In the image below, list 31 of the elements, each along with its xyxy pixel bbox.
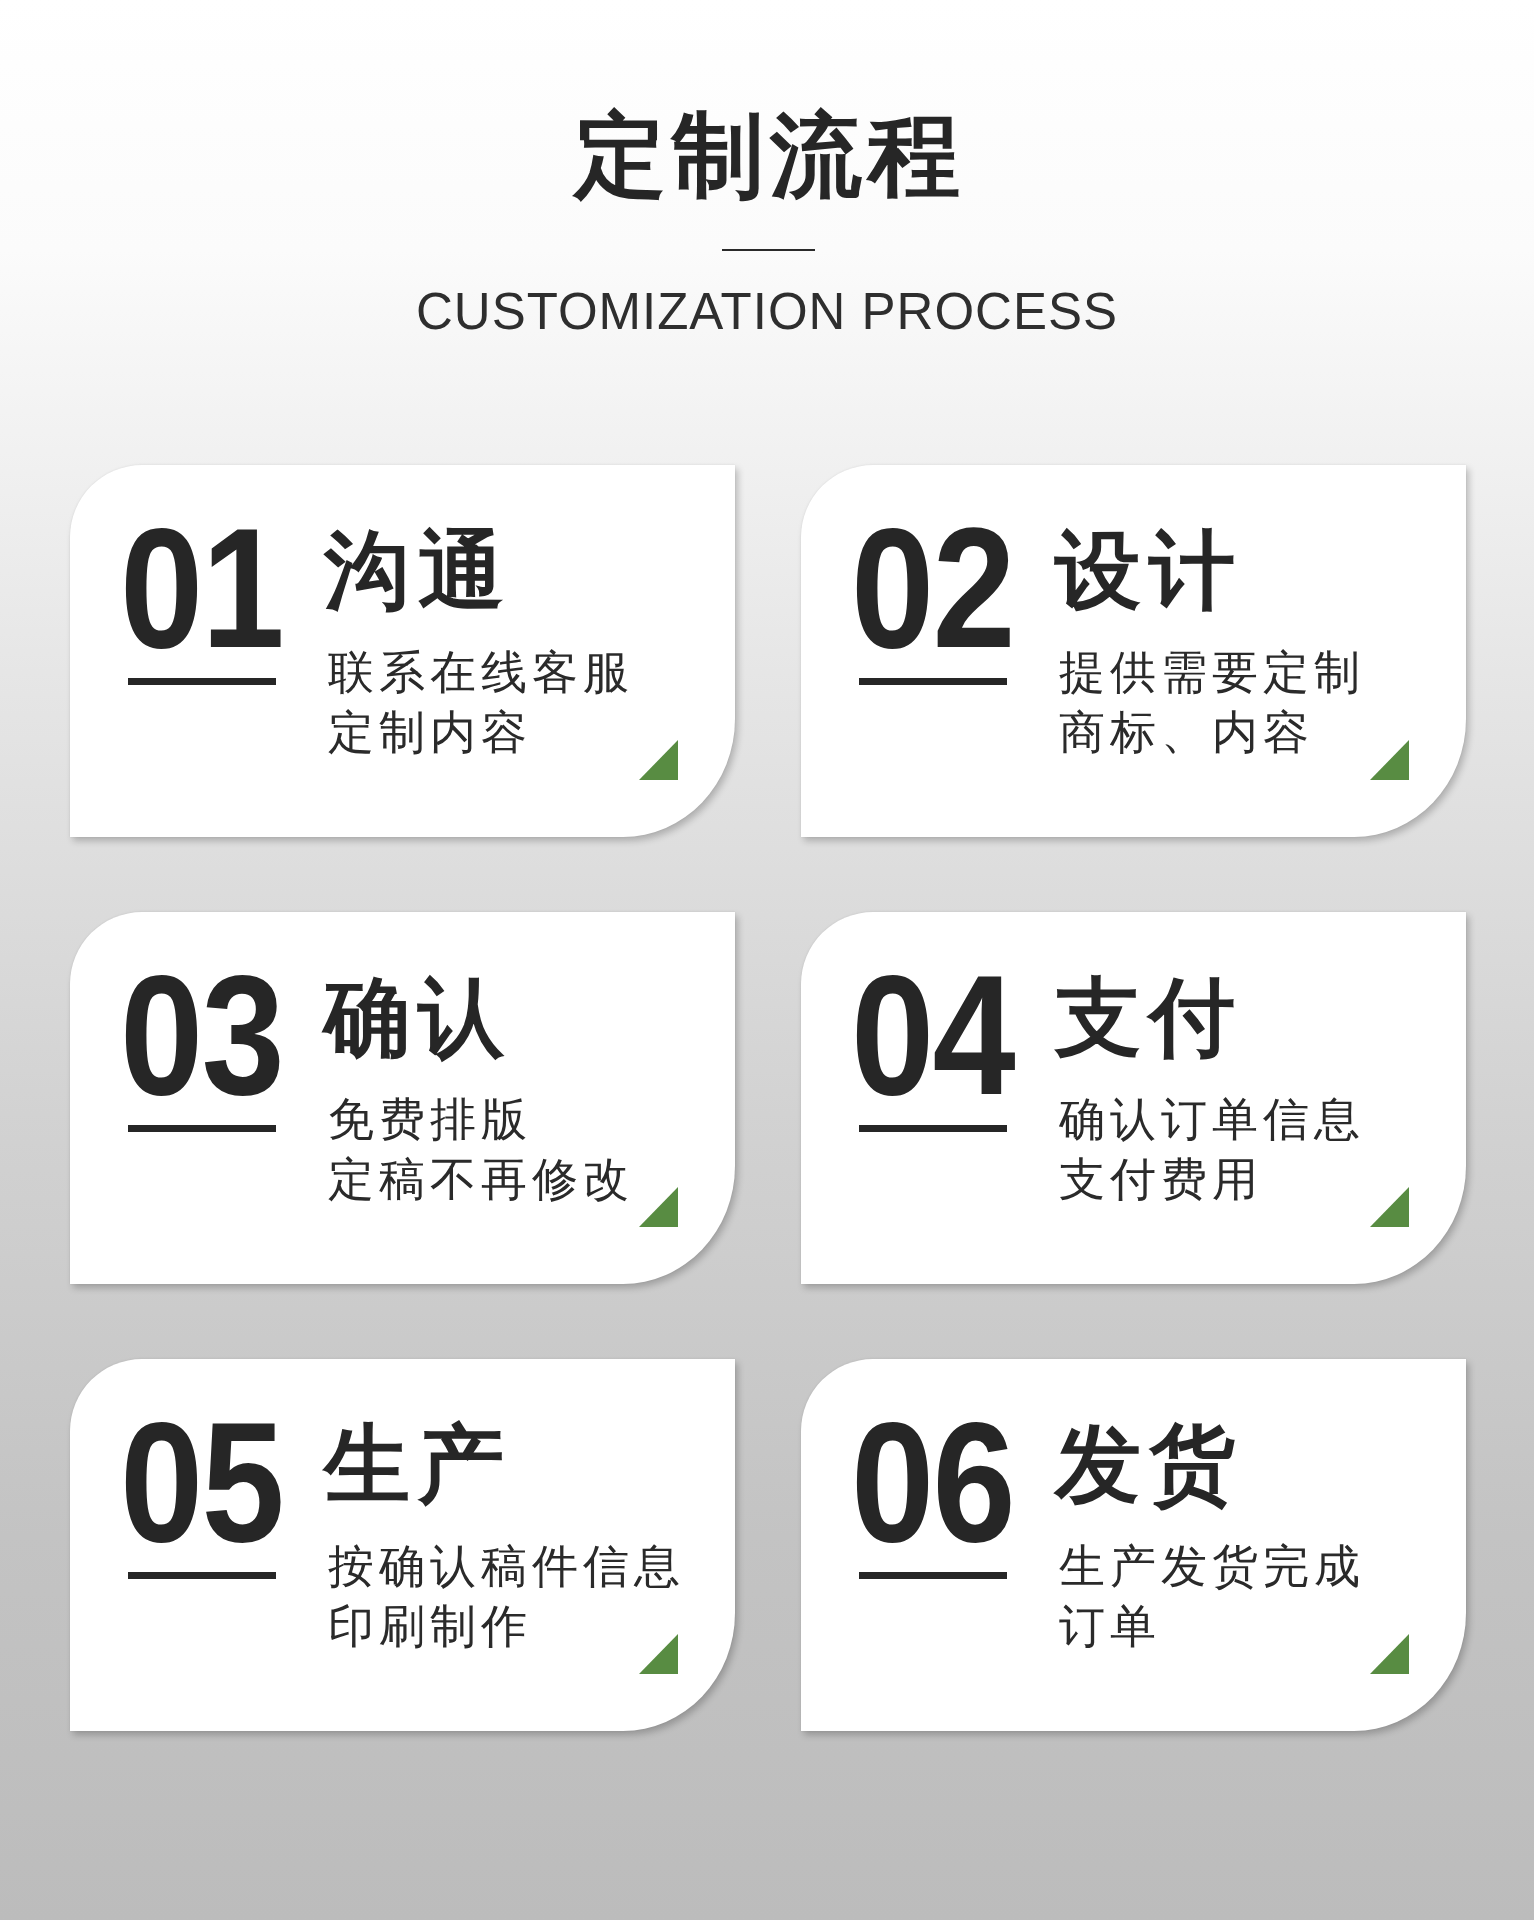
step-description: 支付费用 <box>1059 1151 1263 1208</box>
step-number: 06 <box>851 1397 1014 1567</box>
step-number: 01 <box>120 503 283 673</box>
step-description: 免费排版 <box>328 1091 532 1148</box>
page-title: 定制流程 <box>571 104 966 208</box>
step-card <box>70 912 735 1284</box>
step-card <box>801 912 1466 1284</box>
step-title: 发货 <box>1055 1417 1243 1511</box>
step-description: 商标、内容 <box>1059 704 1314 761</box>
step-card <box>70 1359 735 1731</box>
step-description: 印刷制作 <box>328 1598 532 1655</box>
step-description: 确认订单信息 <box>1059 1091 1365 1148</box>
step-description: 生产发货完成 <box>1059 1538 1365 1595</box>
step-description: 提供需要定制 <box>1059 644 1365 701</box>
step-card <box>801 1359 1466 1731</box>
step-number: 02 <box>851 503 1014 673</box>
step-description: 按确认稿件信息 <box>328 1538 685 1595</box>
step-description: 订单 <box>1059 1598 1161 1655</box>
step-title: 生产 <box>324 1417 512 1511</box>
step-number: 04 <box>851 950 1014 1120</box>
step-description: 联系在线客服 <box>328 644 634 701</box>
step-description: 定稿不再修改 <box>328 1151 634 1208</box>
step-title: 设计 <box>1055 523 1243 617</box>
step-card <box>70 465 735 837</box>
step-title: 支付 <box>1055 970 1243 1064</box>
step-number: 03 <box>120 950 283 1120</box>
page-subtitle: CUSTOMIZATION PROCESS <box>416 282 1118 342</box>
step-card <box>801 465 1466 837</box>
step-title: 沟通 <box>324 523 512 617</box>
step-number: 05 <box>120 1397 283 1567</box>
step-description: 定制内容 <box>328 704 532 761</box>
